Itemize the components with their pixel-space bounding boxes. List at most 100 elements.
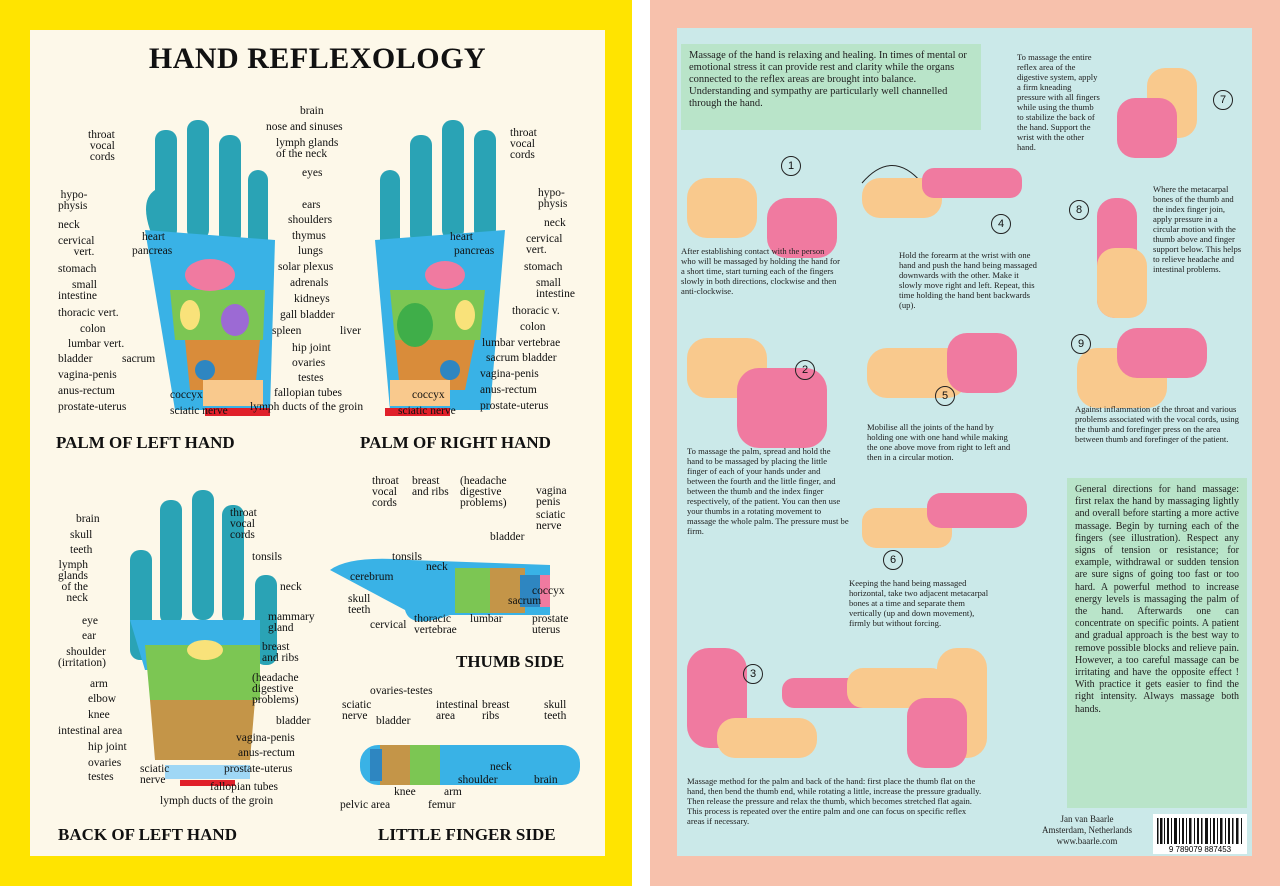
palm-label: ovaries <box>292 357 326 369</box>
back-label: neck <box>280 581 302 593</box>
palm-label: hypo- physis <box>538 187 568 210</box>
back-label: breast and ribs <box>262 641 299 664</box>
palm-left-hand <box>145 120 275 416</box>
palm-label: eyes <box>302 167 323 179</box>
palm-label: lymph ducts of the groin <box>250 401 364 413</box>
palm-label: lumbar vert. <box>68 338 125 350</box>
heading-back-left: BACK OF LEFT HAND <box>58 825 237 844</box>
little-label: femur <box>428 799 456 811</box>
palm-label: pancreas <box>132 245 173 257</box>
thumb-label: cervical <box>370 619 407 631</box>
step-number: 7 <box>1213 90 1233 110</box>
step-1-text: After establishing contact with the pers… <box>681 246 840 296</box>
back-label: brain <box>76 513 100 525</box>
step-7-text: To massage the entire reflex area of the… <box>1017 52 1100 152</box>
back-label: mammary gland <box>268 611 315 634</box>
palm-label: sciatic nerve <box>170 405 228 417</box>
palm-label: hip joint <box>292 342 331 354</box>
back-label: anus-rectum <box>238 747 295 759</box>
thumb-label: prostate uterus <box>532 613 569 636</box>
step-8-text: Where the metacarpal bones of the thumb … <box>1153 184 1242 274</box>
palm-label: prostate-uterus <box>480 400 549 412</box>
palm-label: thoracic vert. <box>58 307 119 319</box>
back-label: skull <box>70 529 93 541</box>
step-9-text: Against inflammation of the throat and v… <box>1075 404 1239 444</box>
illustration-9 <box>1077 328 1207 408</box>
palm-label: neck <box>544 217 566 229</box>
palm-label: colon <box>520 321 546 333</box>
palm-label: coccyx <box>170 389 203 401</box>
palm-label: ears <box>302 199 321 211</box>
palm-label: stomach <box>58 263 97 275</box>
little-label: knee <box>394 786 416 798</box>
palm-label: vagina-penis <box>58 369 117 381</box>
little-label: ovaries-testes <box>370 685 433 697</box>
palm-label: heart <box>142 231 165 243</box>
palm-label: vagina-penis <box>480 368 539 380</box>
little-label: breast ribs <box>482 699 510 722</box>
little-label: pelvic area <box>340 799 391 811</box>
palm-label: small intestine <box>58 279 97 302</box>
left-card: HAND REFLEXOLOGY <box>0 0 632 886</box>
palm-right-hand <box>375 120 505 416</box>
thumb-label: lumbar <box>470 613 503 625</box>
palm-label: thoracic v. <box>512 305 560 317</box>
illustration-5 <box>867 333 1017 398</box>
palm-label: spleen <box>272 325 302 337</box>
back-label: testes <box>88 771 114 783</box>
step-number: 6 <box>883 550 903 570</box>
palm-label: anus-rectum <box>480 384 537 396</box>
thumb-label: neck <box>426 561 448 573</box>
back-label: fallopian tubes <box>210 781 279 793</box>
little-label: skull teeth <box>544 699 567 722</box>
back-label: ear <box>82 630 97 642</box>
heading-thumb-side: THUMB SIDE <box>456 652 565 671</box>
heading-palm-right: PALM OF RIGHT HAND <box>360 433 551 452</box>
little-label: shoulder <box>458 774 498 786</box>
palm-label: neck <box>58 219 80 231</box>
back-label: bladder <box>276 715 311 727</box>
thumb-label: sciatic nerve <box>536 509 566 532</box>
palm-label: colon <box>80 323 106 335</box>
palm-label: nose and sinuses <box>266 121 343 133</box>
back-label: (headache digestive problems) <box>252 672 299 706</box>
thumb-side-hand <box>330 558 550 622</box>
heading-palm-left: PALM OF LEFT HAND <box>56 433 235 452</box>
barcode-number: 9 789079 887453 <box>1168 845 1232 854</box>
illustration-2 <box>687 338 827 448</box>
palm-label: pancreas <box>454 245 495 257</box>
illustration-3 <box>687 648 987 768</box>
thumb-label: bladder <box>490 531 525 543</box>
palm-label: prostate-uterus <box>58 401 127 413</box>
back-label: tonsils <box>252 551 283 563</box>
palm-label: lymph glands of the neck <box>276 137 339 160</box>
palm-label: fallopian tubes <box>274 387 343 399</box>
palm-label: lungs <box>298 245 323 257</box>
palm-label: stomach <box>524 261 563 273</box>
back-label: prostate-uterus <box>224 763 293 775</box>
back-label: shoulder (irritation) <box>58 646 106 669</box>
palm-label: heart <box>450 231 473 243</box>
back-label: arm <box>90 678 108 690</box>
back-label: knee <box>88 709 110 721</box>
thumb-label: breast and ribs <box>412 475 449 498</box>
thumb-label: coccyx <box>532 585 565 597</box>
general-directions: General directions for hand massage: fir… <box>1067 478 1247 808</box>
palm-label: gall bladder <box>280 309 335 321</box>
palm-label: testes <box>298 372 324 384</box>
palm-label: adrenals <box>290 277 329 289</box>
step-number: 9 <box>1071 334 1091 354</box>
massage-illustrations <box>687 68 1207 768</box>
palm-label: thymus <box>292 230 326 242</box>
palm-label: cervical vert. <box>526 233 563 256</box>
back-label: hip joint <box>88 741 127 753</box>
little-label: bladder <box>376 715 411 727</box>
right-card: Massage of the hand is relaxing and heal… <box>650 0 1280 886</box>
step-number: 1 <box>781 156 801 176</box>
author-credit: Jan van Baarle Amsterdam, Netherlands ww… <box>1042 814 1132 846</box>
massage-guide: Massage of the hand is relaxing and heal… <box>677 28 1252 856</box>
little-finger-side-hand <box>360 745 580 785</box>
thumb-label: (headache digestive problems) <box>460 475 507 509</box>
palm-label: sacrum bladder <box>486 352 557 364</box>
step-6-text: Keeping the hand being massaged horizont… <box>849 578 989 628</box>
